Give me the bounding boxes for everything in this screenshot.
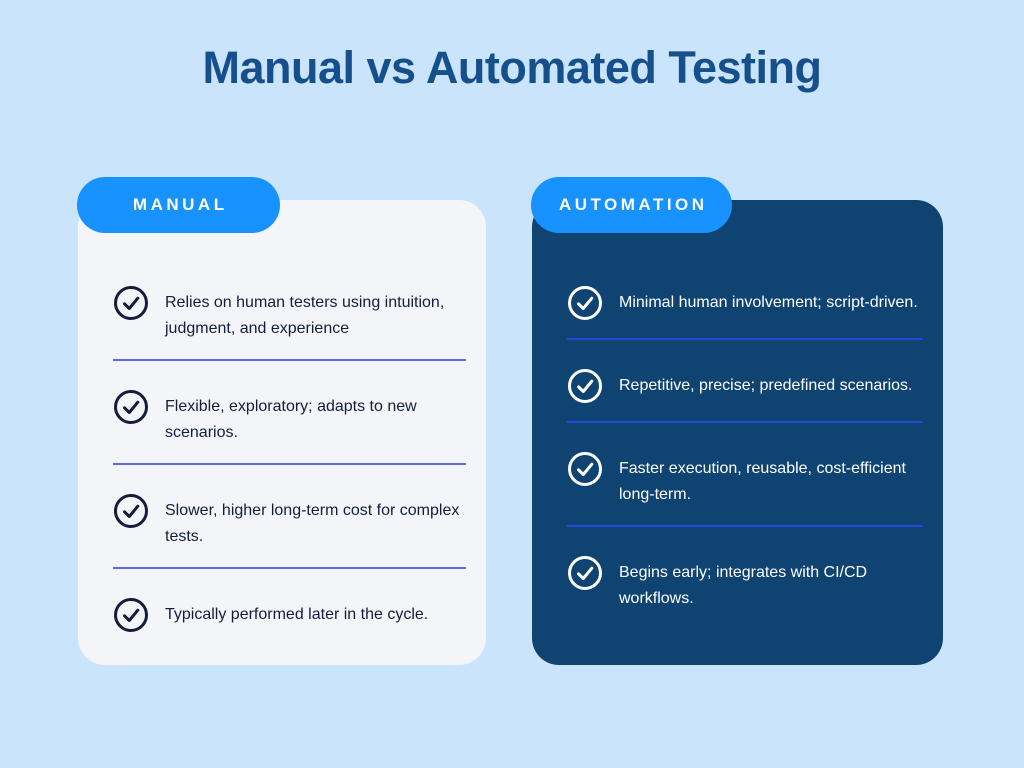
item-text: Flexible, exploratory; adapts to new sce… <box>165 398 417 441</box>
item-text: Typically performed later in the cycle. <box>165 606 429 623</box>
page-title: Manual vs Automated Testing <box>202 42 822 93</box>
item-divider <box>567 338 923 340</box>
list-item: Minimal human involvement; script-driven… <box>567 286 923 321</box>
list-item: Faster execution, reusable, cost-efficie… <box>567 452 923 508</box>
check-circle-icon <box>113 285 149 321</box>
automation-card: AUTOMATION Minimal human involvement; sc… <box>531 177 943 665</box>
manual-badge: MANUAL <box>77 177 280 233</box>
check-circle-icon <box>113 597 149 633</box>
item-text: Relies on human testers using intuition,… <box>165 294 445 337</box>
check-circle-icon <box>113 389 149 425</box>
list-item: Slower, higher long-term cost for comple… <box>113 494 466 550</box>
list-item: Begins early; integrates with CI/CD work… <box>567 556 923 612</box>
item-divider <box>567 421 923 423</box>
manual-item-list: Relies on human testers using intuition,… <box>78 200 486 633</box>
item-text: Repetitive, precise; predefined scenario… <box>619 377 913 394</box>
item-text: Slower, higher long-term cost for comple… <box>165 502 460 545</box>
check-circle-icon <box>567 451 603 487</box>
list-item: Repetitive, precise; predefined scenario… <box>567 369 923 404</box>
list-item: Flexible, exploratory; adapts to new sce… <box>113 390 466 446</box>
item-divider <box>113 567 466 569</box>
item-divider <box>113 359 466 361</box>
item-text: Minimal human involvement; script-driven… <box>619 294 918 311</box>
manual-card: MANUAL Relies on human testers using int… <box>77 177 486 665</box>
check-circle-icon <box>567 285 603 321</box>
item-text: Faster execution, reusable, cost-efficie… <box>619 460 906 503</box>
check-circle-icon <box>113 493 149 529</box>
check-circle-icon <box>567 368 603 404</box>
automation-badge: AUTOMATION <box>531 177 732 233</box>
item-divider <box>567 525 923 527</box>
check-circle-icon <box>567 555 603 591</box>
list-item: Typically performed later in the cycle. <box>113 598 466 633</box>
item-text: Begins early; integrates with CI/CD work… <box>619 564 868 607</box>
automation-item-list: Minimal human involvement; script-driven… <box>532 200 943 612</box>
item-divider <box>113 463 466 465</box>
list-item: Relies on human testers using intuition,… <box>113 286 466 342</box>
